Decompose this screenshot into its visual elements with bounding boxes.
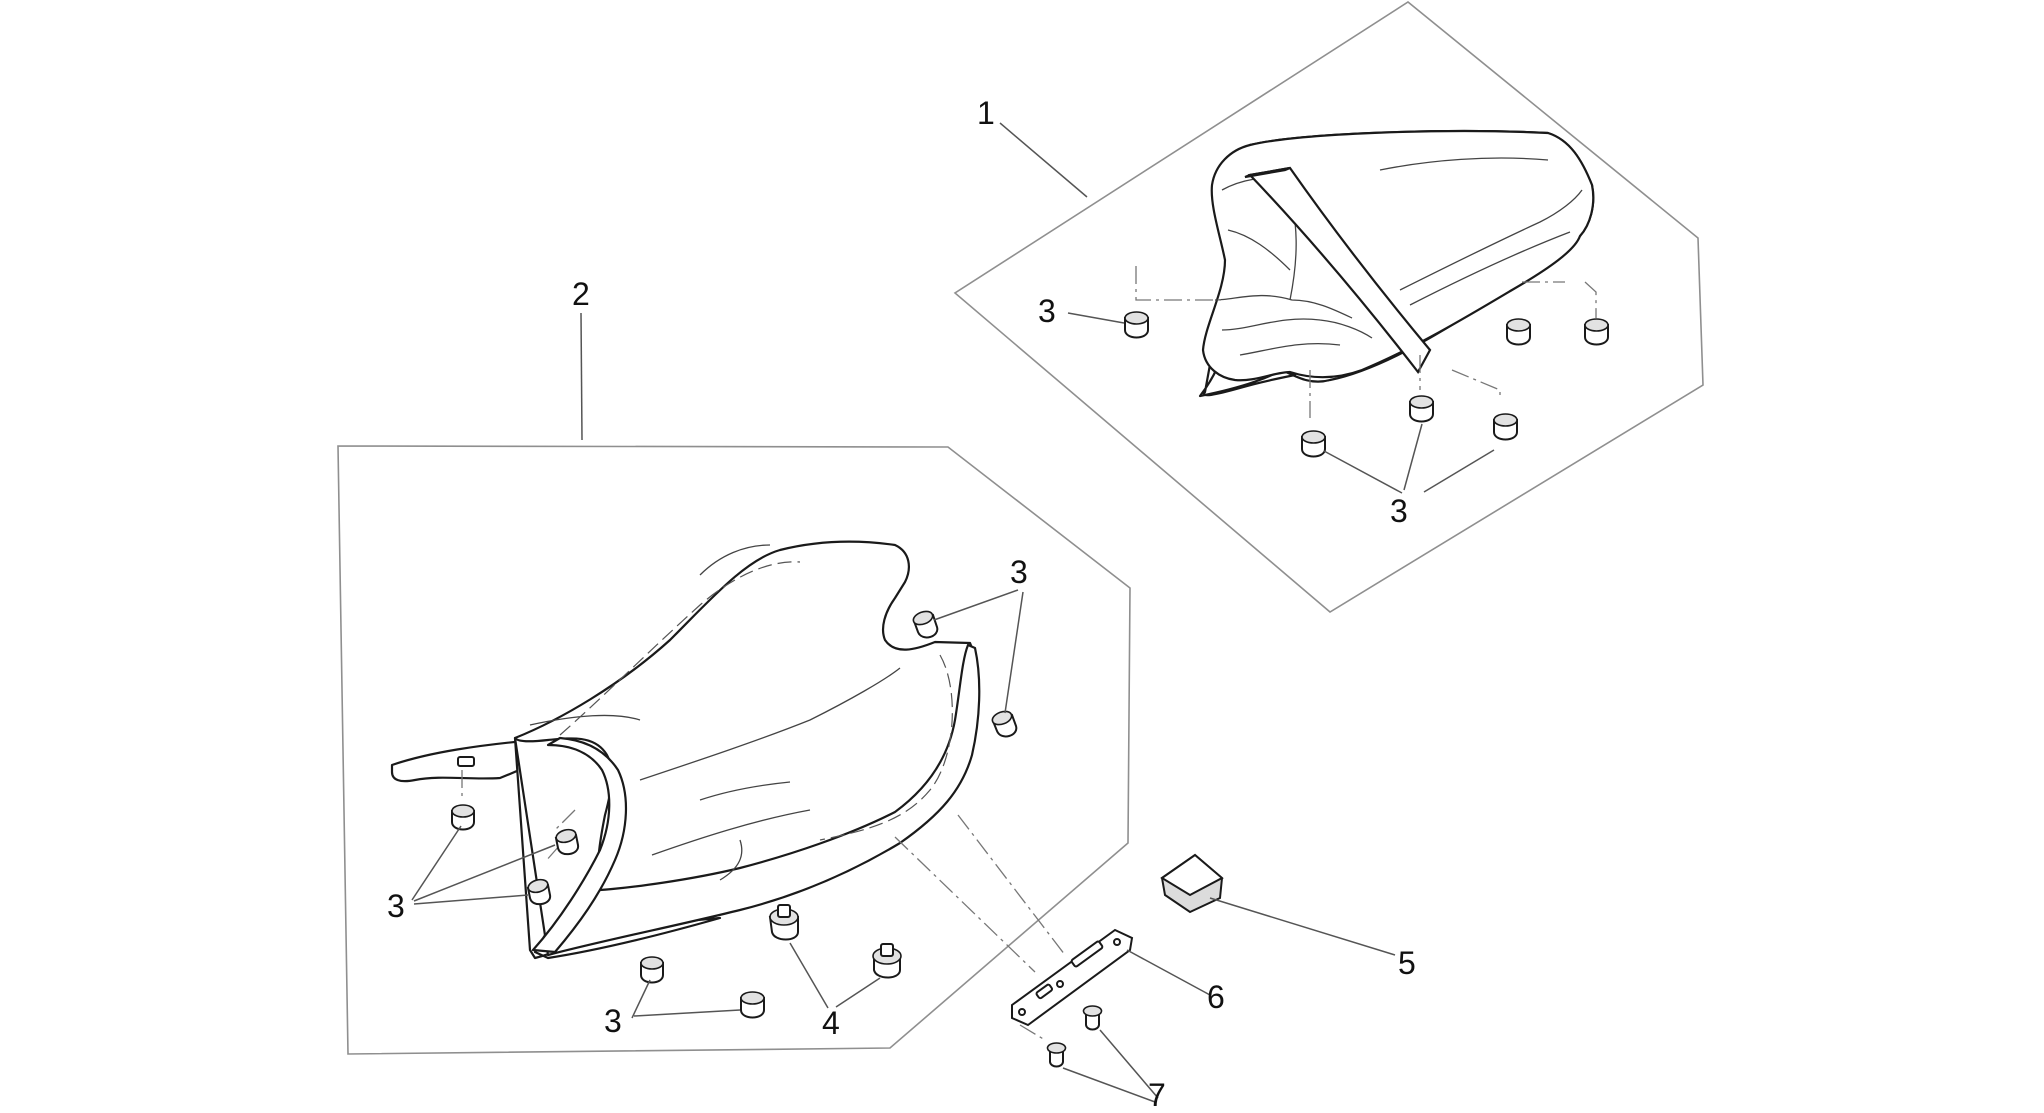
rubber-buffer-rear-6 — [1493, 413, 1518, 441]
rubber-buffer-rider-4 — [554, 828, 580, 856]
leader-3i — [413, 894, 529, 905]
callout-rear-seat: 1 — [977, 95, 995, 131]
callout-rubber-buffer-rear-a: 3 — [1038, 293, 1056, 329]
leader-3h — [413, 844, 556, 902]
callout-rubber-buffer-rider-b: 3 — [387, 888, 405, 924]
leader-3j — [631, 979, 651, 1019]
rubber-buffer-rider-7 — [740, 991, 765, 1019]
rubber-buffer-rider-5 — [526, 878, 552, 906]
fixing-stud-1 — [768, 904, 799, 941]
leader-3e — [933, 589, 1019, 621]
leader-1 — [999, 122, 1088, 198]
leader-3d — [1423, 449, 1495, 493]
callout-rubber-buffer-rear-b: 3 — [1390, 493, 1408, 529]
callout-rubber-buffer-rider-a: 3 — [1010, 554, 1028, 590]
callout-screw: 7 — [1148, 1077, 1166, 1113]
rubber-buffer-rider-2 — [991, 710, 1018, 738]
leader-3b — [1323, 450, 1403, 494]
rubber-buffer-rear-4 — [1301, 430, 1326, 458]
leader-3k — [633, 1009, 741, 1017]
leader-3a — [1067, 312, 1125, 324]
rubber-buffer-rear-1 — [1124, 311, 1149, 339]
callout-rider-seat: 2 — [572, 276, 590, 312]
leader-3c — [1403, 423, 1423, 491]
rubber-buffer-rider-6 — [640, 956, 664, 984]
leader-4b — [835, 977, 881, 1008]
callout-fixing-stud: 4 — [822, 1005, 840, 1041]
callout-adhesive-pad: 5 — [1398, 945, 1416, 981]
rubber-buffer-rider-3 — [451, 804, 475, 831]
rubber-buffer-rear-5 — [1409, 395, 1434, 423]
leader-5 — [1209, 897, 1396, 956]
rear-seat-group-frame — [953, 1, 1704, 613]
mounting-plate — [1011, 928, 1134, 1027]
leader-4a — [789, 942, 829, 1009]
leader-6 — [1126, 949, 1211, 996]
callout-rubber-buffer-rider-c: 3 — [604, 1003, 622, 1039]
leader-7a — [1062, 1067, 1156, 1103]
rubber-buffer-rider-1 — [912, 610, 939, 639]
screw-2 — [1082, 1005, 1103, 1031]
leader-3f — [1004, 591, 1024, 714]
leader-2 — [580, 312, 583, 441]
fixing-stud-2 — [872, 943, 902, 979]
rear-seat-cowl — [1198, 129, 1595, 398]
screw-1 — [1046, 1042, 1067, 1068]
rider-seat-group-frame — [337, 445, 1131, 1055]
rider-seat — [390, 540, 981, 960]
rubber-buffer-rear-2 — [1506, 318, 1531, 346]
adhesive-pad — [1160, 853, 1224, 914]
leader-7b — [1099, 1029, 1159, 1099]
callout-mounting-plate: 6 — [1207, 979, 1225, 1015]
rubber-buffer-rear-3 — [1584, 318, 1609, 346]
leader-3g — [411, 825, 462, 901]
